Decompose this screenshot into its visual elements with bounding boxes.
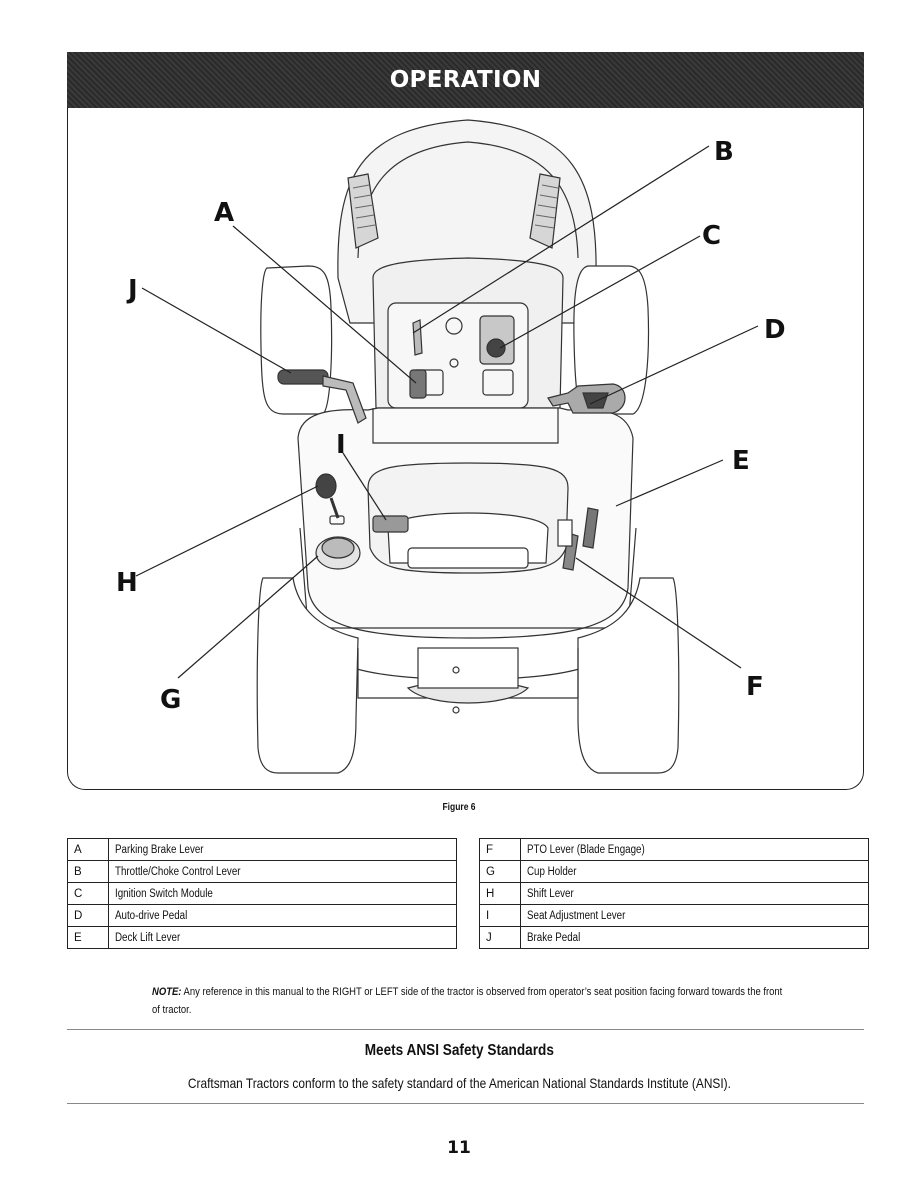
leader-e bbox=[615, 459, 724, 507]
legend-label: Cup Holder bbox=[520, 860, 869, 883]
legend-key: A bbox=[67, 838, 109, 861]
seat-adjust-lever bbox=[372, 515, 409, 533]
leader-c bbox=[499, 235, 701, 349]
legend-label: Auto-drive Pedal bbox=[108, 904, 457, 927]
callout-f: F bbox=[746, 672, 764, 702]
shift-lever bbox=[315, 473, 345, 525]
callout-h: H bbox=[116, 568, 138, 598]
left-rear-wheel bbox=[256, 577, 359, 774]
callout-i: I bbox=[336, 430, 346, 460]
pto-lever bbox=[557, 519, 579, 571]
legend-label: Shift Lever bbox=[520, 882, 869, 905]
note-label: NOTE: bbox=[152, 986, 182, 998]
auto-drive-pedal bbox=[547, 383, 626, 414]
callout-j: J bbox=[126, 275, 138, 305]
note-paragraph: NOTE: Any reference in this manual to th… bbox=[152, 983, 792, 1019]
leader-h bbox=[135, 485, 319, 577]
legend-label: Brake Pedal bbox=[520, 926, 869, 949]
right-front-wheel bbox=[573, 265, 650, 415]
legend-key: B bbox=[67, 860, 109, 883]
page-number: 11 bbox=[447, 1138, 471, 1158]
legend-label: PTO Lever (Blade Engage) bbox=[520, 838, 869, 861]
callout-g: G bbox=[160, 685, 181, 715]
leader-a bbox=[232, 225, 417, 384]
legend-label: Parking Brake Lever bbox=[108, 838, 457, 861]
leader-d bbox=[589, 325, 759, 405]
divider-bottom bbox=[67, 1103, 864, 1104]
callout-d: D bbox=[764, 315, 786, 345]
callout-b: B bbox=[714, 137, 734, 167]
ansi-title: Meets ANSI Safety Standards bbox=[364, 1042, 554, 1059]
legend-label: Seat Adjustment Lever bbox=[520, 904, 869, 927]
divider-top bbox=[67, 1029, 864, 1030]
throttle-lever bbox=[412, 319, 423, 356]
legend-label: Throttle/Choke Control Lever bbox=[108, 860, 457, 883]
parking-brake-knob bbox=[409, 369, 427, 399]
left-front-wheel bbox=[260, 265, 333, 415]
figure-caption: Figure 6 bbox=[442, 802, 476, 813]
leader-b bbox=[412, 145, 710, 334]
tractor-illustration: A B C D E F G H I J bbox=[116, 119, 786, 774]
section-title: OPERATION bbox=[389, 67, 542, 93]
leader-i bbox=[342, 452, 387, 521]
left-hood-vent bbox=[347, 173, 379, 249]
legend-key: I bbox=[479, 904, 521, 927]
legend-key: F bbox=[479, 838, 521, 861]
callout-e: E bbox=[732, 446, 750, 476]
callout-leaders bbox=[135, 145, 759, 679]
callout-c: C bbox=[702, 221, 721, 251]
legend-key: D bbox=[67, 904, 109, 927]
note-text: Any reference in this manual to the RIGH… bbox=[152, 986, 783, 1016]
leader-f bbox=[575, 557, 742, 669]
legend-key: G bbox=[479, 860, 521, 883]
section-header: OPERATION bbox=[67, 52, 864, 108]
right-hood-vent bbox=[529, 173, 561, 249]
legend-label: Ignition Switch Module bbox=[108, 882, 457, 905]
legend-key: C bbox=[67, 882, 109, 905]
ansi-text: Craftsman Tractors conform to the safety… bbox=[187, 1075, 731, 1091]
legend-key: H bbox=[479, 882, 521, 905]
brake-pedal bbox=[277, 369, 367, 424]
legend-key: J bbox=[479, 926, 521, 949]
cup-holder-drawing bbox=[315, 536, 361, 570]
right-rear-wheel bbox=[577, 577, 680, 774]
leader-j bbox=[141, 287, 292, 374]
callout-a: A bbox=[214, 198, 234, 228]
tractor-figure: A B C D E F G H I J bbox=[67, 108, 864, 790]
legend-label: Deck Lift Lever bbox=[108, 926, 457, 949]
leader-g bbox=[177, 555, 319, 679]
legend-key: E bbox=[67, 926, 109, 949]
deck-lift-lever bbox=[582, 507, 599, 549]
